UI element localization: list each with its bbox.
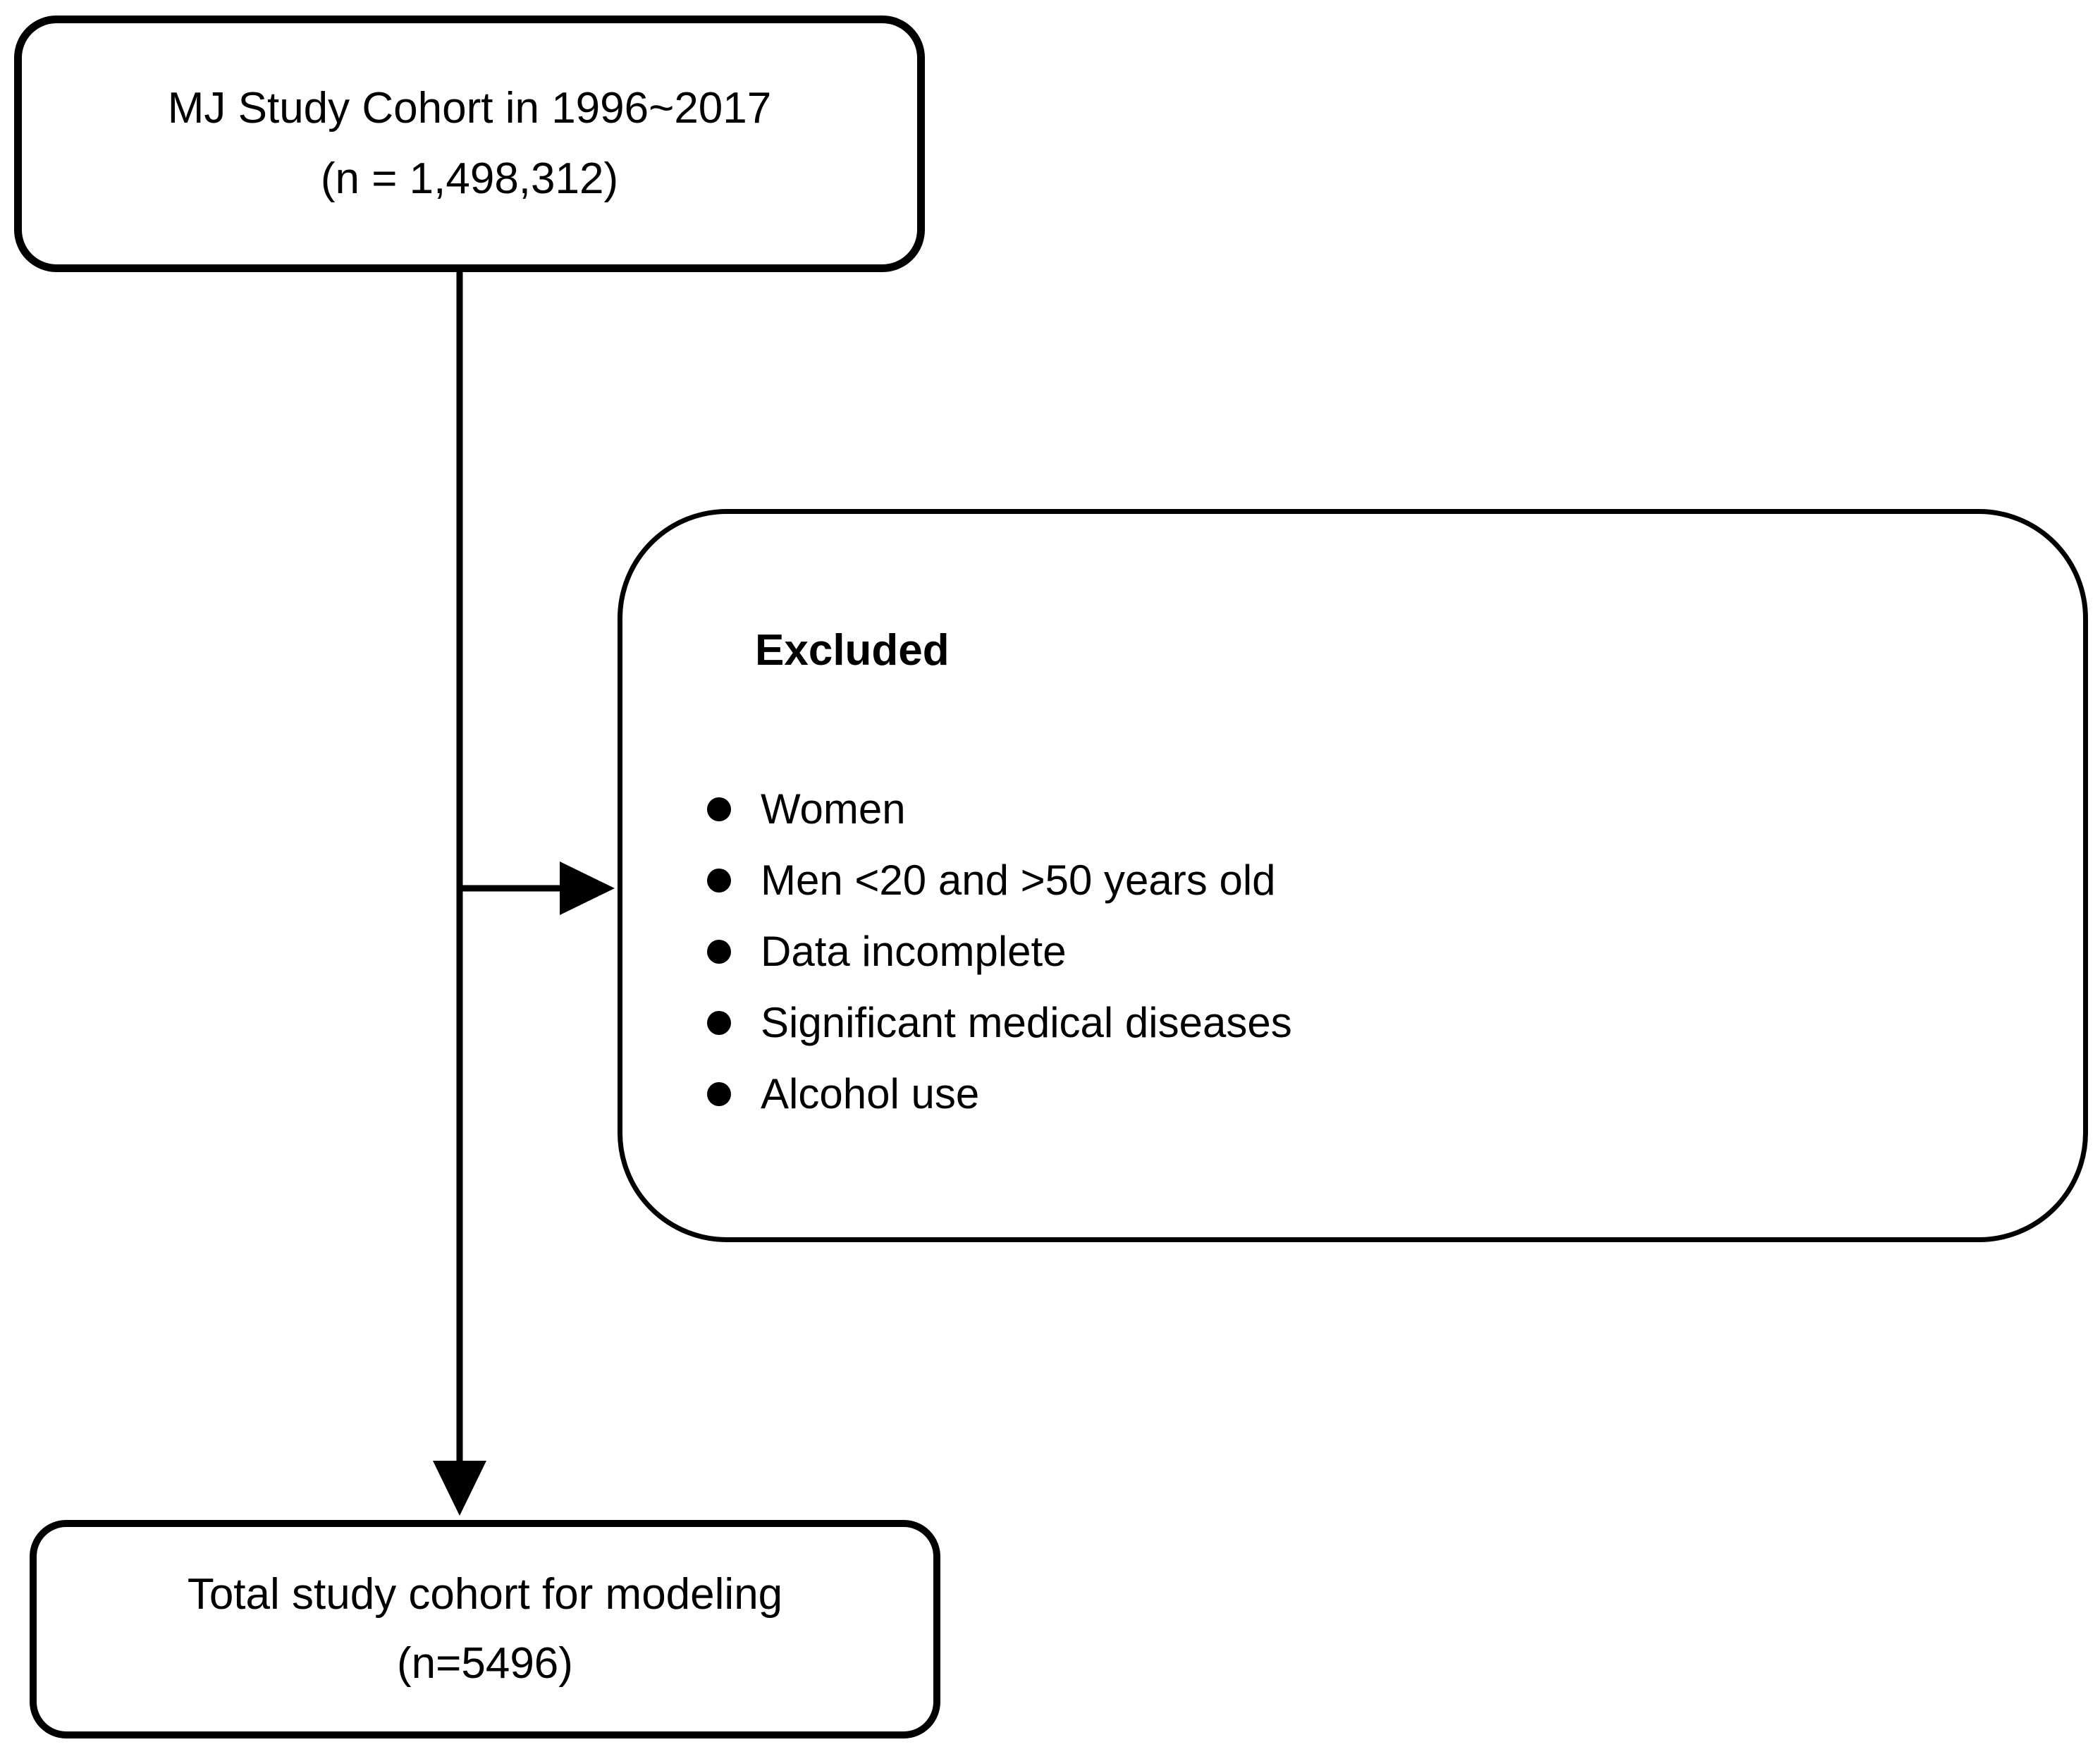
excluded-item-label: Men <20 and >50 years old	[761, 857, 1276, 904]
arrowhead-right-icon	[560, 861, 615, 915]
excluded-item-label: Alcohol use	[761, 1070, 980, 1117]
bullet-icon	[707, 1081, 731, 1106]
arrowhead-down-icon	[433, 1461, 486, 1516]
excluded-list: Women Men <20 and >50 years old Data inc…	[707, 773, 1292, 1129]
top-cohort-line1: MJ Study Cohort in 1996~2017	[167, 84, 772, 133]
excluded-item: Men <20 and >50 years old	[707, 845, 1292, 916]
excluded-item-label: Significant medical diseases	[761, 999, 1292, 1046]
excluded-item: Alcohol use	[707, 1058, 1292, 1129]
excluded-item-label: Women	[761, 785, 906, 833]
total-cohort-line2: (n=5496)	[397, 1639, 573, 1688]
top-cohort-line2: (n = 1,498,312)	[320, 154, 619, 203]
excluded-item: Women	[707, 773, 1292, 845]
excluded-item: Significant medical diseases	[707, 987, 1292, 1058]
bullet-icon	[707, 1010, 731, 1035]
total-cohort-box: Total study cohort for modeling (n=5496)	[30, 1520, 940, 1738]
excluded-title: Excluded	[755, 626, 950, 675]
excluded-item: Data incomplete	[707, 916, 1292, 987]
bullet-icon	[707, 797, 731, 821]
excluded-item-label: Data incomplete	[761, 928, 1067, 975]
bullet-icon	[707, 868, 731, 893]
top-cohort-box: MJ Study Cohort in 1996~2017 (n = 1,498,…	[14, 16, 925, 272]
bullet-icon	[707, 939, 731, 964]
total-cohort-line1: Total study cohort for modeling	[187, 1570, 783, 1619]
excluded-box: Excluded Women Men <20 and >50 years old…	[618, 509, 2088, 1242]
